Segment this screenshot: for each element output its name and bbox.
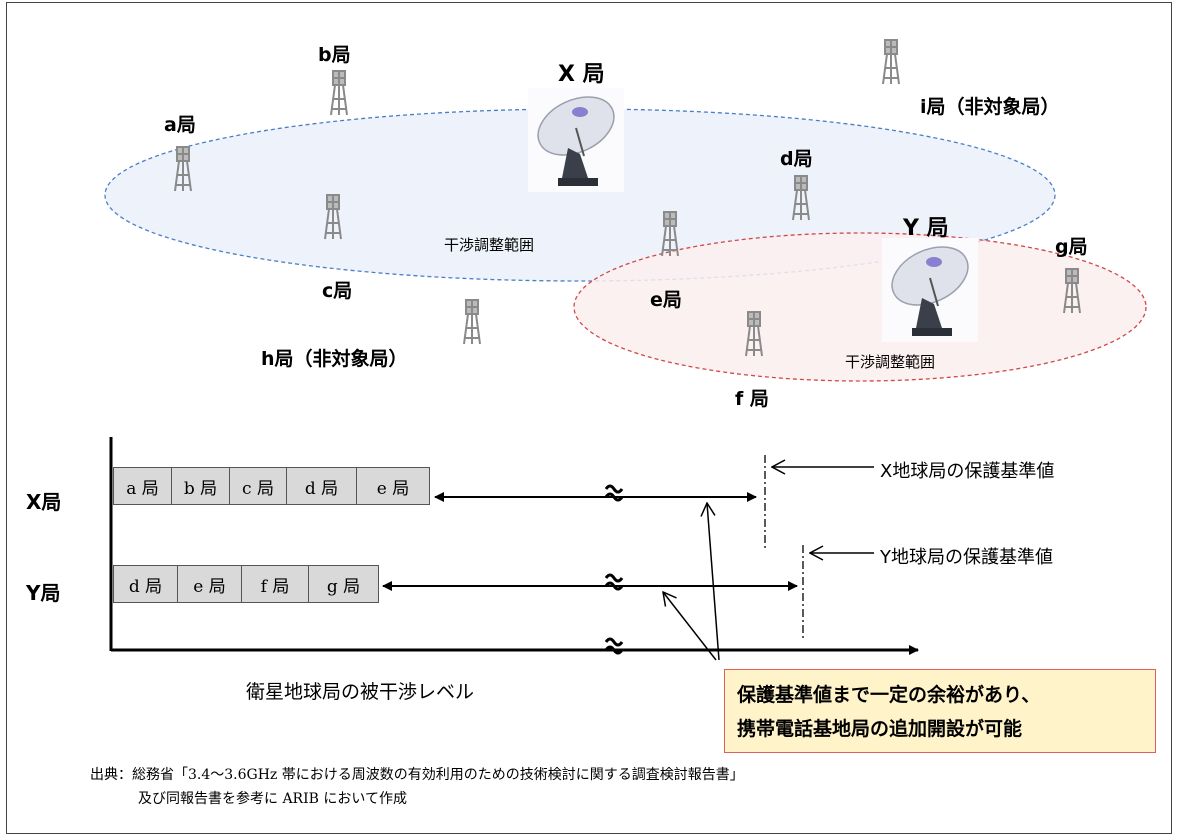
- source-line-2: 及び同報告書を参考に ARIB において作成: [138, 791, 407, 807]
- x-bar-cell: c 局: [229, 467, 287, 505]
- base-station-b-label: b局: [318, 44, 351, 66]
- base-station-e-label: e局: [650, 289, 682, 311]
- tower-icon-g: [1063, 268, 1081, 314]
- zone-ellipse-y: [573, 232, 1147, 382]
- base-station-d-label: d局: [780, 148, 813, 170]
- zone-y-label: 干渉調整範囲: [845, 353, 936, 371]
- tower-icon-e: [661, 211, 679, 257]
- base-station-c-label: c局: [322, 280, 353, 302]
- earth-station-x-label: X 局: [558, 62, 605, 87]
- tower-icon-f: [745, 311, 763, 357]
- tower-icon-d: [792, 175, 810, 221]
- axis-break-x: [604, 484, 624, 502]
- base-station-i-label: i局（非対象局）: [920, 96, 1060, 118]
- y-protection-standard-label: Y地球局の保護基準値: [880, 547, 1053, 568]
- source-line-1: 出典：総務省「3.4～3.6GHz 帯における周波数の有効利用のための技術検討に…: [90, 767, 744, 783]
- base-station-a-label: a局: [164, 114, 196, 136]
- note-line-1: 保護基準値まで一定の余裕があり、: [737, 684, 1041, 706]
- tower-icon-c: [324, 194, 342, 240]
- axis-break-axis: [604, 637, 624, 655]
- base-station-f-label: f 局: [735, 388, 769, 410]
- satellite-dish-icon-y: [882, 238, 978, 342]
- x-interference-bar: a 局 b 局 c 局 d 局 e 局: [113, 467, 430, 505]
- x-protection-standard-label: X地球局の保護基準値: [880, 461, 1055, 482]
- source-citation: 出典：総務省「3.4～3.6GHz 帯における周波数の有効利用のための技術検討に…: [90, 763, 744, 811]
- row-y-label: Y局: [26, 581, 61, 605]
- x-bar-cell: b 局: [171, 467, 230, 505]
- base-station-g-label: g局: [1055, 236, 1088, 258]
- satellite-dish-icon-x: [528, 88, 624, 192]
- y-bar-cell: d 局: [113, 565, 178, 603]
- callout-arrow-x: [707, 503, 720, 661]
- callout-arrow-y: [663, 592, 717, 661]
- y-bar-cell: e 局: [177, 565, 242, 603]
- x-axis-label: 衛星地球局の被干渉レベル: [246, 681, 475, 703]
- note-callout: 保護基準値まで一定の余裕があり、 携帯電話基地局の追加開設が可能: [724, 669, 1156, 753]
- tower-icon-i: [882, 39, 900, 85]
- zone-x-label: 干渉調整範囲: [444, 236, 535, 254]
- x-bar-cell: a 局: [113, 467, 172, 505]
- earth-station-y-label: Y 局: [903, 216, 949, 241]
- base-station-h-label: h局（非対象局）: [261, 348, 408, 370]
- y-bar-cell: f 局: [241, 565, 309, 603]
- note-line-2: 携帯電話基地局の追加開設が可能: [737, 718, 1023, 740]
- tower-icon-h: [463, 299, 481, 345]
- y-interference-bar: d 局 e 局 f 局 g 局: [113, 565, 379, 603]
- x-bar-cell: e 局: [356, 467, 430, 505]
- row-x-label: X局: [26, 490, 62, 514]
- tower-icon-b: [330, 70, 348, 116]
- figure-frame: [6, 2, 1172, 834]
- y-bar-cell: g 局: [308, 565, 379, 603]
- tower-icon-a: [174, 146, 192, 192]
- axis-break-y: [604, 573, 624, 591]
- x-bar-cell: d 局: [286, 467, 357, 505]
